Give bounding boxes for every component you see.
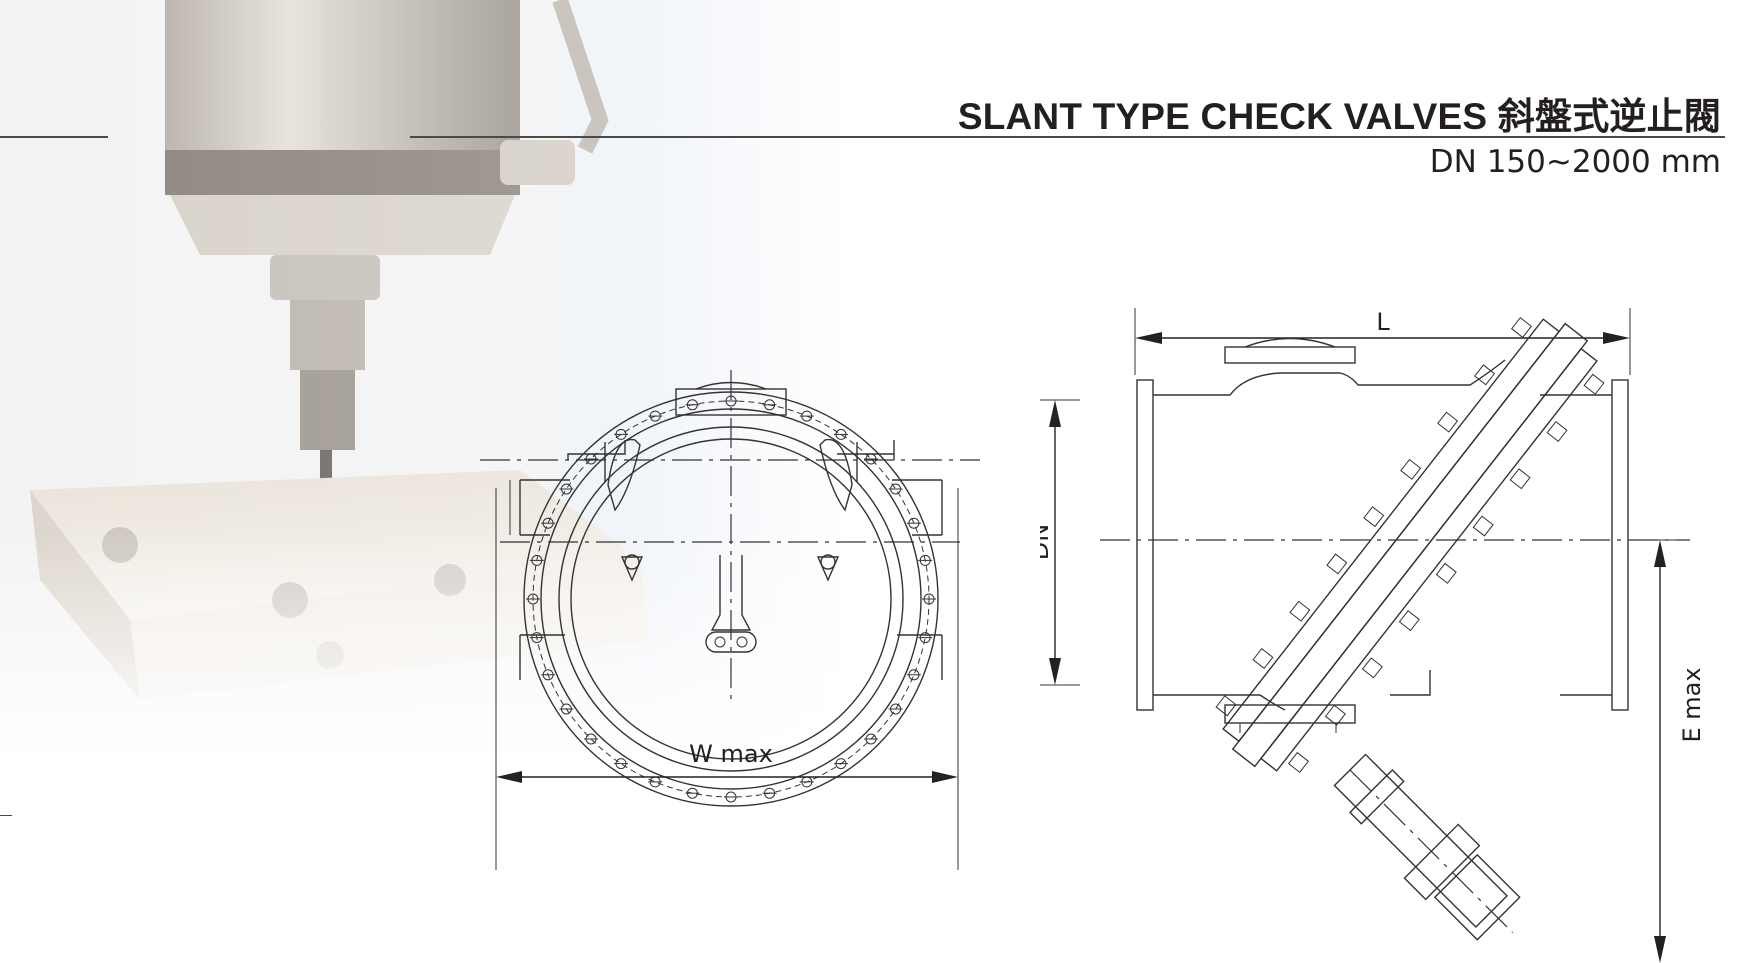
- side-view-drawing: L DN E max: [1040, 308, 1706, 963]
- size-range: DN 150~2000 mm: [1429, 144, 1721, 180]
- flange-bolt: [1252, 647, 1274, 670]
- flange-bolt: [1326, 553, 1348, 575]
- dn-label: DN: [1040, 524, 1054, 560]
- flange-bolt: [1215, 695, 1237, 717]
- flange-bolt: [1509, 468, 1531, 490]
- page-title: SLANT TYPE CHECK VALVES 斜盤式逆止閥: [957, 96, 1721, 137]
- flange-bolt: [1324, 704, 1346, 726]
- w-max-label: W max: [689, 740, 773, 768]
- flange-bolt: [1289, 600, 1311, 622]
- flange-bolt: [1398, 610, 1420, 632]
- flange-bolt: [1363, 506, 1385, 528]
- flange-bolt: [1510, 317, 1533, 339]
- e-max-label: E max: [1678, 667, 1706, 742]
- flange-bolt: [1287, 751, 1310, 773]
- l-label: L: [1376, 308, 1390, 336]
- flange-bolt: [1474, 364, 1496, 386]
- flange-bolt: [1435, 562, 1457, 584]
- flange-bolt: [1472, 515, 1494, 537]
- flange-bolt: [1400, 458, 1422, 480]
- flange-bolt: [1583, 373, 1605, 395]
- front-view-drawing: W max: [480, 370, 980, 870]
- flange-bolt: [1361, 657, 1383, 679]
- flange-bolt: [1546, 420, 1568, 443]
- header-rule-left: [0, 136, 108, 138]
- background-machining-photo: [0, 0, 850, 760]
- flange-bolt: [1437, 411, 1459, 433]
- header-rule-right: [410, 136, 1725, 138]
- side-rule-tick: [0, 815, 12, 816]
